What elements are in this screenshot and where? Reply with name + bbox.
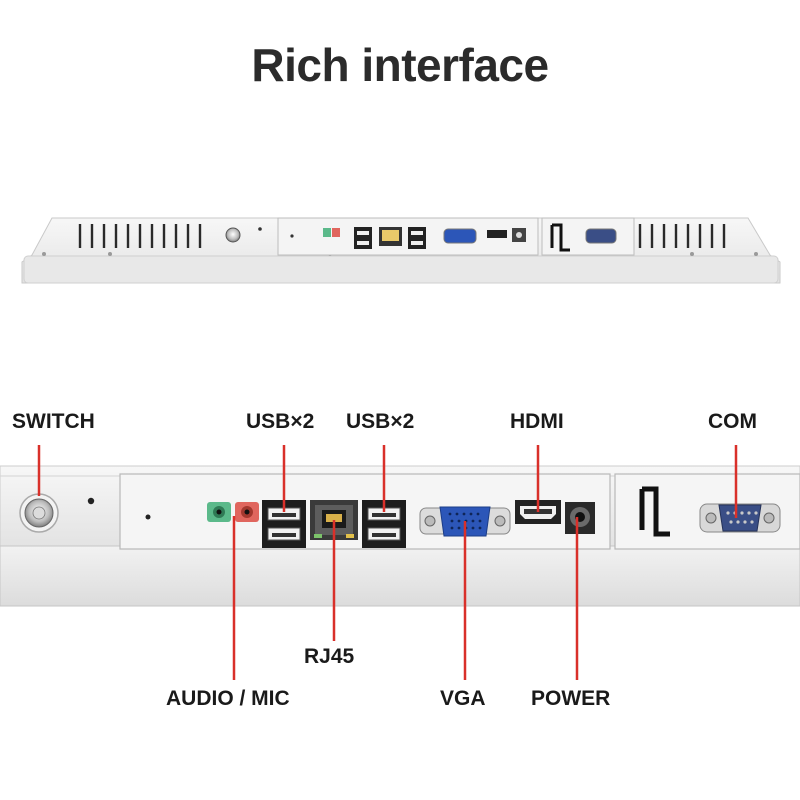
power-dc-jack bbox=[565, 502, 595, 534]
com-port bbox=[699, 503, 781, 533]
label-com: COM bbox=[708, 410, 757, 433]
label-vga: VGA bbox=[440, 687, 486, 710]
label-power: POWER bbox=[531, 687, 611, 710]
label-usb-left: USB×2 bbox=[246, 410, 315, 433]
overview-left-vents bbox=[78, 224, 202, 248]
label-audio-mic: AUDIO / MIC bbox=[166, 687, 290, 710]
overview-front-bezel bbox=[23, 255, 779, 284]
overview-right-vents bbox=[638, 224, 726, 248]
label-rj45: RJ45 bbox=[304, 645, 355, 668]
label-switch: SWITCH bbox=[12, 410, 95, 433]
pointer-lines bbox=[37, 445, 738, 680]
bracket-mark-icon bbox=[639, 486, 670, 537]
page-title: Rich interface bbox=[251, 39, 549, 91]
overview-power-switch bbox=[225, 227, 241, 243]
audio-mic-jacks bbox=[207, 502, 259, 522]
device-overview bbox=[21, 217, 781, 284]
device-closeup bbox=[0, 465, 800, 607]
label-usb-right: USB×2 bbox=[346, 410, 415, 433]
usb-ports-right bbox=[362, 500, 406, 548]
label-hdmi: HDMI bbox=[510, 410, 564, 433]
closeup-front-bezel bbox=[0, 545, 800, 607]
